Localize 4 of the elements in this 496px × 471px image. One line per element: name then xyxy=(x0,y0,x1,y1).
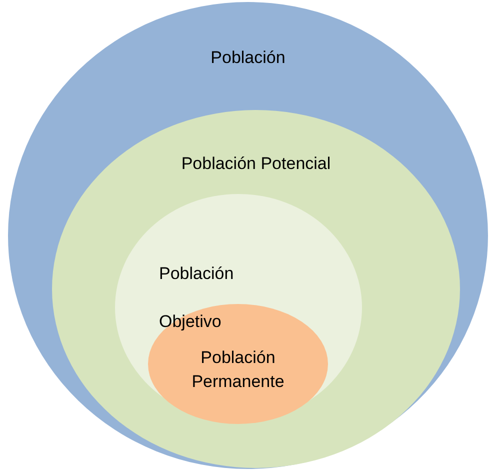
population-label: Población Potencial xyxy=(180,153,332,175)
population-label: Población xyxy=(210,47,286,69)
population-label: Población Objetivo xyxy=(159,263,235,333)
population-label: Población Permanente xyxy=(190,347,286,393)
